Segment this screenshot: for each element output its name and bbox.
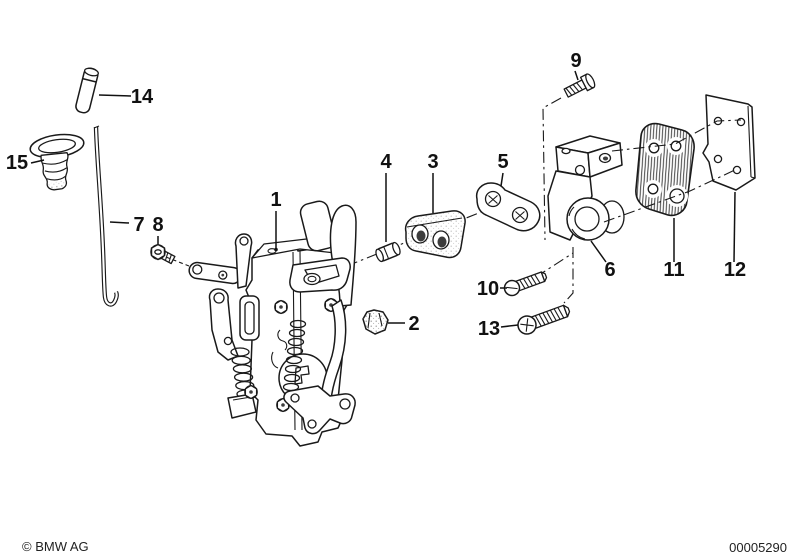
part-6-striker (547, 135, 625, 241)
axis-line-upper-holes (611, 119, 742, 152)
callout-12-label: 12 (724, 259, 746, 281)
callout-11: 11 (663, 218, 685, 281)
callout-4: 4 (380, 151, 392, 242)
callout-10: 10 (477, 278, 507, 300)
part-4-bushing (375, 241, 401, 263)
axis-line-screw9 (542, 97, 562, 241)
part-13-screw (517, 304, 571, 335)
callout-7: 7 (109, 214, 145, 236)
callout-5-label: 5 (497, 151, 508, 173)
callout-9: 9 (570, 50, 582, 81)
callout-5: 5 (497, 151, 509, 187)
part-15-grommet (29, 133, 85, 191)
part-14-pin (75, 67, 99, 114)
part-10-screw (503, 271, 548, 297)
callout-1-label: 1 (270, 189, 281, 211)
callout-8-label: 8 (152, 214, 163, 236)
part-9-screw (563, 73, 596, 98)
callout-14-label: 14 (131, 86, 154, 108)
copyright-text: © BMW AG (22, 539, 89, 554)
callout-2-label: 2 (408, 313, 419, 335)
callout-6: 6 (590, 240, 616, 281)
callout-15-label: 15 (6, 152, 28, 174)
part-3-spacer-block (404, 210, 466, 259)
callout-7-label: 7 (133, 214, 144, 236)
image-number: 00005290 (729, 540, 787, 555)
callout-1: 1 (270, 189, 282, 252)
callout-10-label: 10 (477, 278, 499, 300)
part-5-striker-plate (475, 182, 541, 232)
callout-13: 13 (478, 318, 519, 340)
callout-8: 8 (152, 214, 164, 244)
spring-right (282, 319, 307, 392)
part-2-plug (362, 309, 389, 335)
callout-15: 15 (6, 152, 45, 174)
callout-2: 2 (388, 313, 420, 335)
callout-14: 14 (98, 86, 154, 108)
callout-12: 12 (724, 191, 746, 281)
callouts: 1 2 3 4 5 6 7 8 (6, 50, 746, 340)
part-7-rod (93, 125, 119, 307)
axis-line-lower-holes (603, 168, 738, 223)
callout-3-label: 3 (427, 151, 438, 173)
callout-6-label: 6 (604, 259, 615, 281)
callout-4-label: 4 (380, 151, 392, 173)
callout-11-label: 11 (663, 259, 684, 281)
part-11-gasket-plate (635, 122, 695, 217)
part-8-screw (150, 243, 190, 267)
axis-line-screw13 (563, 247, 574, 304)
part-1-lock-mechanism (188, 200, 357, 447)
callout-13-label: 13 (478, 318, 500, 340)
callout-9-label: 9 (570, 50, 581, 72)
callout-3: 3 (427, 151, 439, 213)
